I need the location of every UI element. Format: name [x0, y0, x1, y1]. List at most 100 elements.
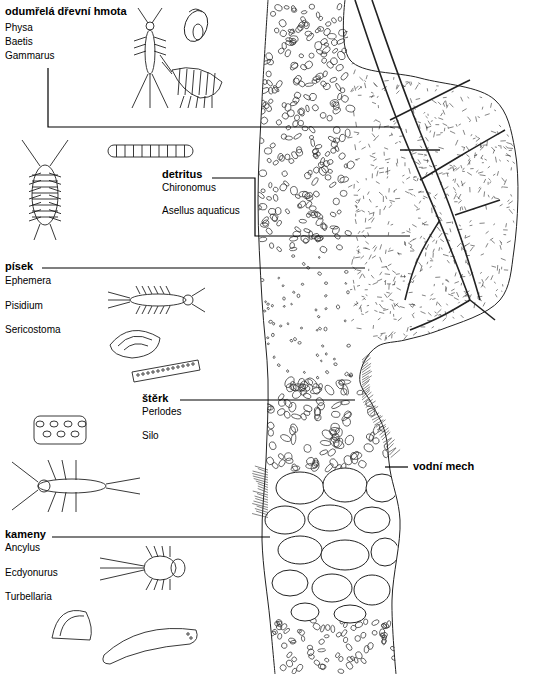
perlodes-nymph	[12, 460, 140, 512]
detritus-hatch	[388, 250, 393, 251]
detritus-hatch	[384, 152, 385, 156]
detritus-hatch	[396, 163, 398, 167]
gravel-stone	[332, 437, 344, 450]
detritus-hatch	[445, 101, 447, 107]
detritus-hatch	[387, 167, 388, 173]
habitat-label: štěrk	[142, 392, 168, 405]
detritus-hatch	[462, 171, 465, 172]
detritus-hatch	[375, 166, 377, 169]
pebble	[390, 646, 397, 652]
detritus-hatch	[365, 227, 371, 229]
detritus-hatch	[427, 88, 429, 91]
detritus-hatch	[388, 232, 389, 235]
pebble	[268, 98, 274, 104]
pebble	[330, 39, 338, 47]
gravel-stone	[290, 423, 299, 434]
pebble	[276, 246, 282, 252]
pebble	[386, 620, 392, 628]
pebble	[372, 630, 378, 636]
dead-wood	[420, 130, 505, 180]
pebble	[299, 53, 304, 58]
detritus-hatch	[425, 247, 427, 249]
detritus-hatch	[388, 221, 389, 224]
pebble	[345, 129, 350, 137]
detritus-hatch	[485, 276, 488, 280]
detritus-hatch	[474, 152, 476, 158]
gravel-stone	[283, 410, 291, 419]
detritus-hatch	[371, 92, 373, 93]
pebble	[350, 624, 357, 631]
detritus-hatch	[486, 231, 489, 233]
pebble	[269, 142, 276, 149]
gravel-stone	[323, 384, 335, 397]
pebble	[279, 155, 284, 161]
detritus-hatch	[357, 328, 362, 330]
gravel-stone	[349, 452, 358, 465]
detritus-hatch	[394, 281, 395, 285]
detritus-hatch	[361, 210, 364, 212]
pebble	[313, 210, 321, 218]
pebble	[360, 657, 367, 664]
detritus-hatch	[372, 102, 376, 103]
pebble	[337, 93, 342, 101]
detritus-hatch	[437, 227, 440, 231]
detritus-hatch	[508, 201, 512, 204]
detritus-hatch	[384, 294, 387, 298]
detritus-hatch	[367, 305, 369, 307]
pebble	[297, 200, 307, 210]
detritus-hatch	[414, 195, 415, 197]
detritus-hatch	[432, 240, 434, 242]
ancylus-limpet	[52, 610, 91, 640]
detritus-hatch	[435, 240, 437, 243]
detritus-hatch	[458, 200, 461, 203]
detritus-hatch	[431, 120, 433, 122]
detritus-hatch	[421, 311, 426, 313]
detritus-hatch	[376, 302, 377, 305]
detritus-hatch	[357, 134, 359, 135]
detritus-hatch	[350, 289, 352, 290]
sand-grain	[300, 327, 302, 329]
detritus-hatch	[405, 81, 408, 82]
detritus-hatch	[365, 218, 366, 223]
sand-grain	[317, 315, 320, 318]
detritus-hatch	[419, 262, 422, 266]
detritus-hatch	[397, 159, 398, 164]
detritus-hatch	[493, 150, 494, 154]
gravel-stone	[341, 389, 347, 396]
detritus-hatch	[486, 141, 488, 146]
detritus-hatch	[511, 167, 512, 170]
detritus-hatch	[368, 217, 372, 220]
gravel-stone	[299, 387, 308, 396]
detritus-hatch	[403, 280, 405, 281]
detritus-hatch	[481, 155, 483, 158]
detritus-hatch	[385, 250, 387, 254]
pebble	[264, 148, 272, 155]
detritus-hatch	[513, 221, 514, 224]
detritus-hatch	[494, 196, 495, 198]
stone	[334, 605, 366, 623]
sand-grain	[333, 358, 335, 360]
detritus-hatch	[359, 141, 360, 143]
detritus-hatch	[443, 110, 445, 115]
pebble	[322, 70, 328, 77]
detritus-hatch	[395, 198, 400, 199]
detritus-hatch	[353, 303, 358, 306]
pebble	[291, 656, 298, 663]
detritus-hatch	[354, 285, 355, 290]
detritus-hatch	[461, 283, 463, 286]
detritus-hatch	[435, 117, 437, 119]
detritus-hatch	[357, 181, 359, 183]
detritus-hatch	[450, 131, 455, 133]
detritus-hatch	[357, 269, 362, 271]
pebble	[298, 108, 305, 117]
pebble	[318, 648, 326, 652]
detritus-hatch	[414, 205, 418, 209]
gravel-stone	[306, 376, 318, 388]
detritus-hatch	[379, 209, 380, 215]
pebble	[301, 636, 305, 642]
pebble	[278, 18, 288, 28]
detritus-hatch	[399, 141, 401, 143]
detritus-hatch	[446, 279, 448, 281]
detritus-hatch	[420, 266, 422, 272]
